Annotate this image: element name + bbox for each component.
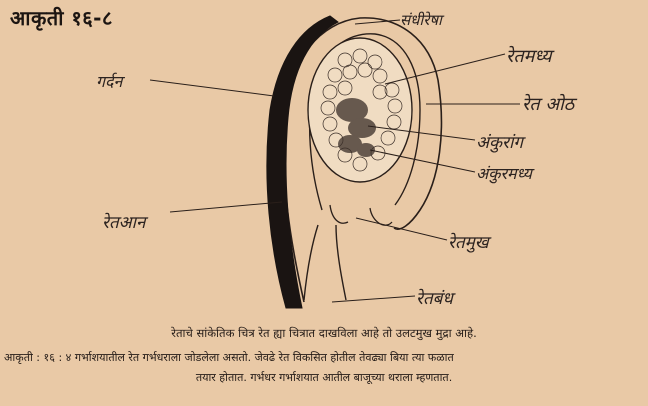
caption-line-1: रेताचे सांकेतिक चित्र रेत ह्या चित्रात द… [0, 326, 648, 341]
label-retamukh: रेतमुख [448, 230, 489, 253]
caption-line-3: तयार होतात. गर्भधर गर्भाशयात आतील बाजूच्… [0, 370, 648, 385]
label-sandhirekha: संधीरेषा [400, 10, 442, 30]
label-retamadhya: रेतमध्य [506, 44, 552, 68]
label-retabandh: रेतबंध [416, 286, 453, 309]
label-ankurang: अंकुरांग [476, 130, 523, 153]
label-ankurmadhya: अंकुरमध्य [476, 162, 532, 184]
micropyle-lips [330, 205, 392, 225]
label-garden: गर्दन [96, 70, 122, 92]
funicle-stalk [304, 225, 346, 300]
label-retaushth: रेत ओठ [522, 92, 574, 116]
caption-line-2: आकृती : १६ : ४ गर्भाशयातील रेत गर्भधराला… [4, 350, 454, 365]
label-retaaan: रेतआन [102, 210, 145, 233]
